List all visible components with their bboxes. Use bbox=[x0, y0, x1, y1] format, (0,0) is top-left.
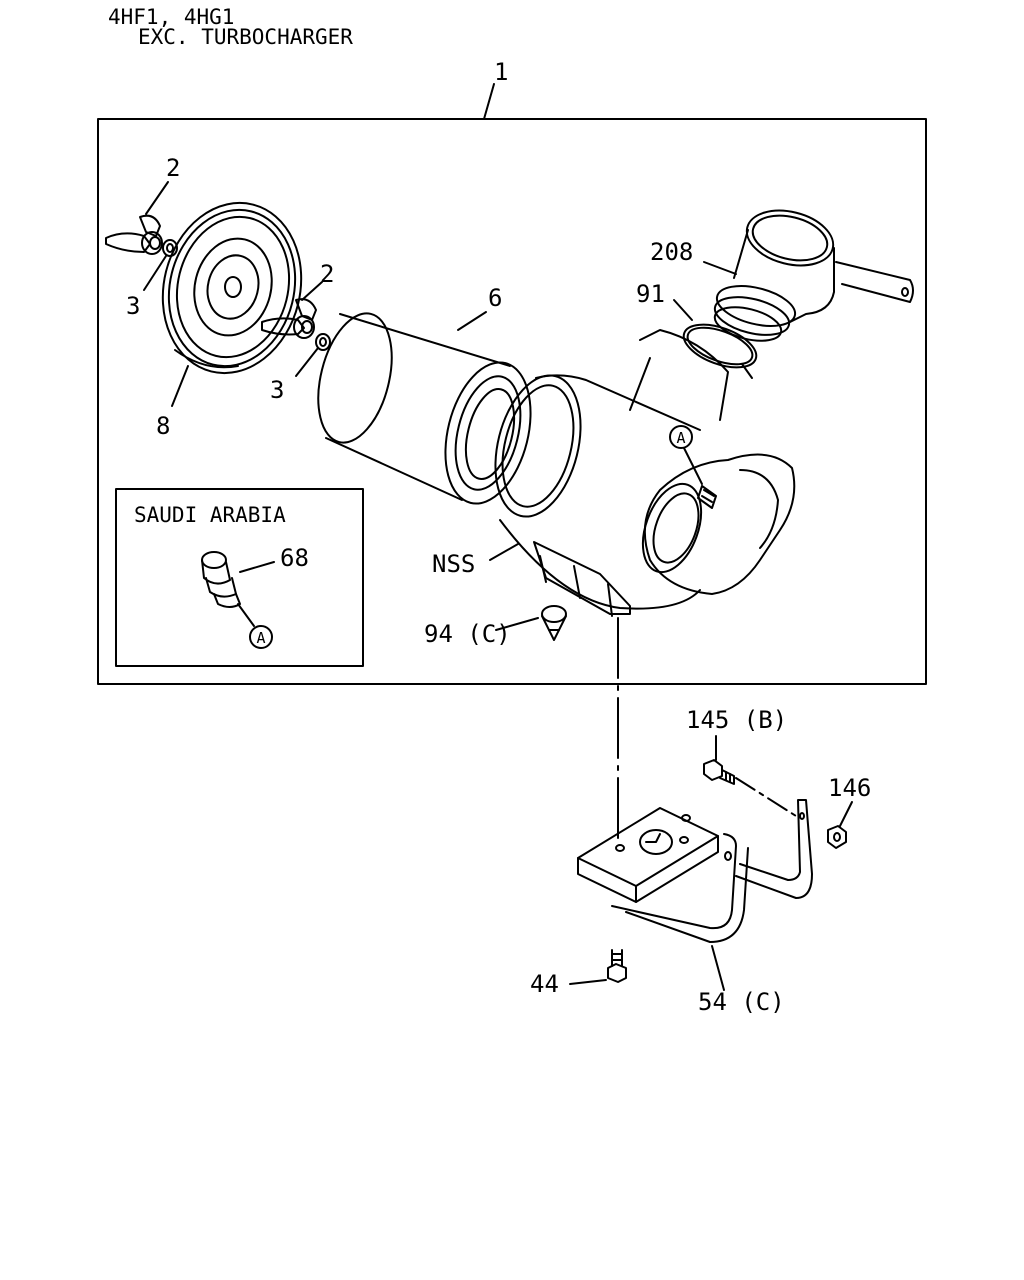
leader-6 bbox=[457, 311, 487, 331]
leader-3-top bbox=[143, 255, 167, 291]
callout-145: 145 (B) bbox=[686, 706, 787, 734]
ref-circle-main bbox=[669, 425, 693, 449]
callout-94: 94 (C) bbox=[424, 620, 511, 648]
variant-line: EXC. TURBOCHARGER bbox=[138, 25, 353, 49]
filter-element-part bbox=[317, 312, 532, 505]
leader-3-mid bbox=[295, 347, 319, 377]
leader-1 bbox=[483, 83, 495, 120]
air-cleaner-housing-part bbox=[494, 329, 796, 617]
callout-2-top: 2 bbox=[166, 154, 180, 182]
callout-3-mid: 3 bbox=[270, 376, 284, 404]
callout-146: 146 bbox=[828, 774, 871, 802]
callout-nss: NSS bbox=[432, 550, 475, 578]
leader-54 bbox=[711, 945, 725, 991]
callout-54: 54 (C) bbox=[698, 988, 785, 1016]
callout-1: 1 bbox=[494, 58, 508, 86]
bolt-145-part bbox=[703, 759, 735, 785]
leader-8 bbox=[171, 365, 189, 407]
restriction-indicator-part bbox=[201, 551, 241, 608]
leader-44 bbox=[569, 979, 607, 985]
leader-a-inset bbox=[237, 603, 255, 627]
end-cover-part bbox=[161, 201, 303, 375]
ref-letter-main: A bbox=[676, 429, 685, 447]
nut-146-part bbox=[827, 825, 847, 849]
wing-nut-top-part bbox=[105, 214, 178, 257]
leader-nss bbox=[489, 543, 519, 561]
ref-letter-inset: A bbox=[256, 629, 265, 647]
leader-2-mid bbox=[301, 281, 323, 301]
leader-94 bbox=[495, 617, 539, 631]
centreline-bolt bbox=[735, 777, 797, 817]
leader-a-main bbox=[683, 447, 703, 485]
elbow-hose-part bbox=[713, 209, 914, 342]
leader-68 bbox=[239, 561, 275, 573]
bolt-44-part bbox=[607, 949, 627, 983]
leader-146 bbox=[839, 801, 853, 827]
callout-3-top: 3 bbox=[126, 292, 140, 320]
mounting-bracket-part bbox=[577, 799, 813, 943]
callout-208: 208 bbox=[650, 238, 693, 266]
ref-circle-inset bbox=[249, 625, 273, 649]
leader-208 bbox=[703, 261, 737, 275]
leader-91 bbox=[673, 299, 693, 321]
inset-title: SAUDI ARABIA bbox=[134, 503, 286, 527]
leader-2-top bbox=[145, 181, 169, 215]
drain-valve-part bbox=[541, 605, 567, 641]
callout-44: 44 bbox=[530, 970, 559, 998]
hose-clamp-part bbox=[682, 323, 758, 379]
model-line: 4HF1, 4HG1 bbox=[108, 5, 235, 29]
assembly-frame bbox=[97, 118, 927, 685]
callout-2-mid: 2 bbox=[320, 260, 334, 288]
callout-68: 68 bbox=[280, 544, 309, 572]
callout-8: 8 bbox=[156, 412, 170, 440]
callout-91: 91 bbox=[636, 280, 665, 308]
callout-6: 6 bbox=[488, 284, 502, 312]
inset-frame bbox=[115, 488, 364, 667]
wing-nut-mid-part bbox=[261, 298, 331, 351]
